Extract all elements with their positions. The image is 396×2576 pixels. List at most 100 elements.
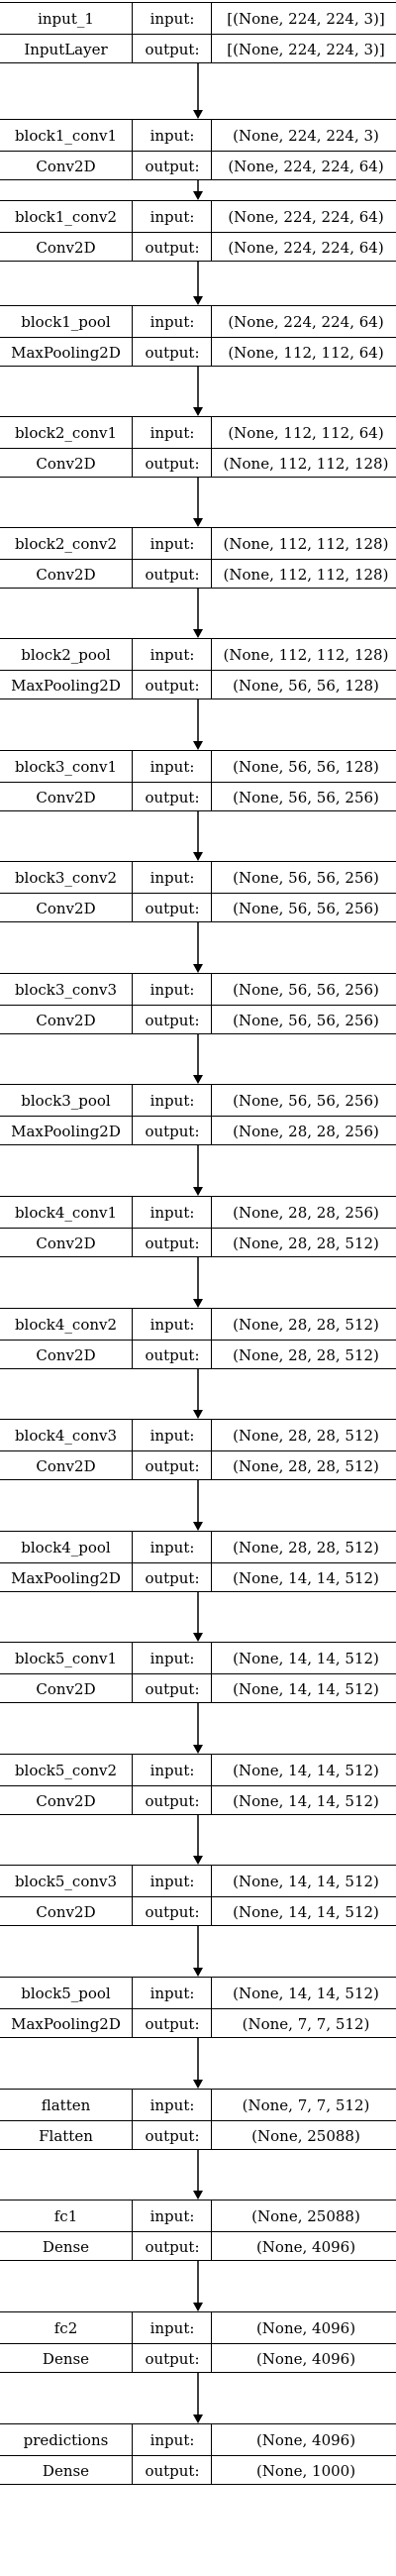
row-divider — [0, 447, 396, 449]
layer-name: block2_conv1 — [14, 423, 118, 442]
row-divider — [0, 33, 396, 35]
column-divider — [132, 1197, 133, 1256]
layer-name: block1_conv1 — [14, 126, 118, 145]
output-label: output: — [145, 1902, 200, 1921]
output-shape: (None, 28, 28, 512) — [233, 1456, 379, 1475]
output-label: output: — [145, 454, 200, 473]
output-shape: (None, 7, 7, 512) — [242, 2014, 370, 2033]
row-divider — [0, 781, 396, 783]
arrowhead-icon — [193, 518, 203, 527]
output-label: output: — [145, 1456, 200, 1475]
output-shape: [(None, 224, 224, 3)] — [227, 40, 385, 58]
layer-type: Flatten — [39, 2126, 93, 2145]
output-label: output: — [145, 676, 200, 695]
output-label: output: — [145, 1345, 200, 1364]
input-shape: (None, 4096) — [255, 2430, 356, 2449]
layer-name: fc2 — [53, 2318, 78, 2337]
layer-name: block2_pool — [21, 645, 111, 664]
column-divider — [211, 862, 212, 921]
input-shape: (None, 224, 224, 64) — [228, 207, 384, 226]
column-divider — [132, 1085, 133, 1144]
output-label: output: — [145, 1568, 200, 1587]
layer-type: MaxPooling2D — [11, 343, 121, 362]
column-divider — [132, 1532, 133, 1591]
output-shape: (None, 112, 112, 64) — [228, 343, 384, 362]
output-shape: (None, 28, 28, 256) — [233, 1122, 379, 1140]
layer-type: MaxPooling2D — [11, 1122, 121, 1140]
input-label: input: — [149, 423, 195, 442]
input-label: input: — [149, 1538, 195, 1556]
layer-name: block3_conv3 — [14, 980, 118, 999]
layer-type: Conv2D — [36, 1902, 96, 1921]
column-divider — [211, 639, 212, 698]
row-divider — [0, 2454, 396, 2456]
input-label: input: — [149, 2206, 195, 2225]
layer-name: block5_conv2 — [14, 1761, 118, 1779]
row-divider — [0, 1784, 396, 1786]
input-shape: (None, 56, 56, 128) — [233, 757, 379, 776]
row-divider — [0, 558, 396, 560]
column-divider — [132, 639, 133, 698]
output-label: output: — [145, 1679, 200, 1698]
output-shape: (None, 14, 14, 512) — [233, 1568, 379, 1587]
input-shape: (None, 56, 56, 256) — [233, 1091, 379, 1110]
column-divider — [211, 1085, 212, 1144]
layer-name: predictions — [23, 2430, 109, 2449]
arrowhead-icon — [193, 110, 203, 119]
arrowhead-icon — [193, 191, 203, 200]
output-label: output: — [145, 788, 200, 806]
input-shape: [(None, 224, 224, 3)] — [227, 9, 385, 28]
arrowhead-icon — [193, 407, 203, 416]
row-divider — [0, 1339, 396, 1341]
row-divider — [0, 2230, 396, 2232]
layer-type: Dense — [42, 2237, 90, 2256]
column-divider — [211, 751, 212, 810]
output-label: output: — [145, 343, 200, 362]
layer-name: block5_conv1 — [14, 1649, 118, 1667]
layer-name: block2_conv2 — [14, 534, 118, 553]
column-divider — [132, 1643, 133, 1702]
output-label: output: — [145, 2126, 200, 2145]
output-shape: (None, 14, 14, 512) — [233, 1679, 379, 1698]
output-shape: (None, 112, 112, 128) — [223, 565, 389, 584]
layer-type: Dense — [42, 2349, 90, 2368]
row-divider — [0, 1227, 396, 1229]
layer-type: MaxPooling2D — [11, 2014, 121, 2033]
input-label: input: — [149, 207, 195, 226]
column-divider — [132, 974, 133, 1033]
input-label: input: — [149, 312, 195, 331]
input-label: input: — [149, 1761, 195, 1779]
layer-name: flatten — [41, 2095, 91, 2114]
input-shape: (None, 25088) — [251, 2206, 360, 2225]
arrowhead-icon — [193, 2080, 203, 2089]
input-shape: (None, 224, 224, 3) — [233, 126, 379, 145]
column-divider — [132, 1420, 133, 1479]
layer-type: InputLayer — [24, 40, 108, 58]
arrowhead-icon — [193, 1522, 203, 1531]
layer-type: Conv2D — [36, 238, 96, 257]
output-shape: (None, 224, 224, 64) — [228, 238, 384, 257]
column-divider — [211, 1978, 212, 2037]
arrowhead-icon — [193, 1968, 203, 1977]
output-shape: (None, 28, 28, 512) — [233, 1234, 379, 1252]
input-shape: (None, 28, 28, 256) — [233, 1203, 379, 1222]
output-label: output: — [145, 157, 200, 175]
column-divider — [211, 417, 212, 477]
layer-type: Dense — [42, 2461, 90, 2480]
arrowhead-icon — [193, 2415, 203, 2423]
input-shape: (None, 28, 28, 512) — [233, 1426, 379, 1445]
layer-type: Conv2D — [36, 1345, 96, 1364]
row-divider — [0, 2007, 396, 2009]
column-divider — [132, 1755, 133, 1814]
input-shape: (None, 112, 112, 128) — [223, 534, 389, 553]
layer-type: MaxPooling2D — [11, 1568, 121, 1587]
input-shape: (None, 14, 14, 512) — [233, 1872, 379, 1890]
arrowhead-icon — [193, 964, 203, 973]
arrowhead-icon — [193, 2303, 203, 2311]
